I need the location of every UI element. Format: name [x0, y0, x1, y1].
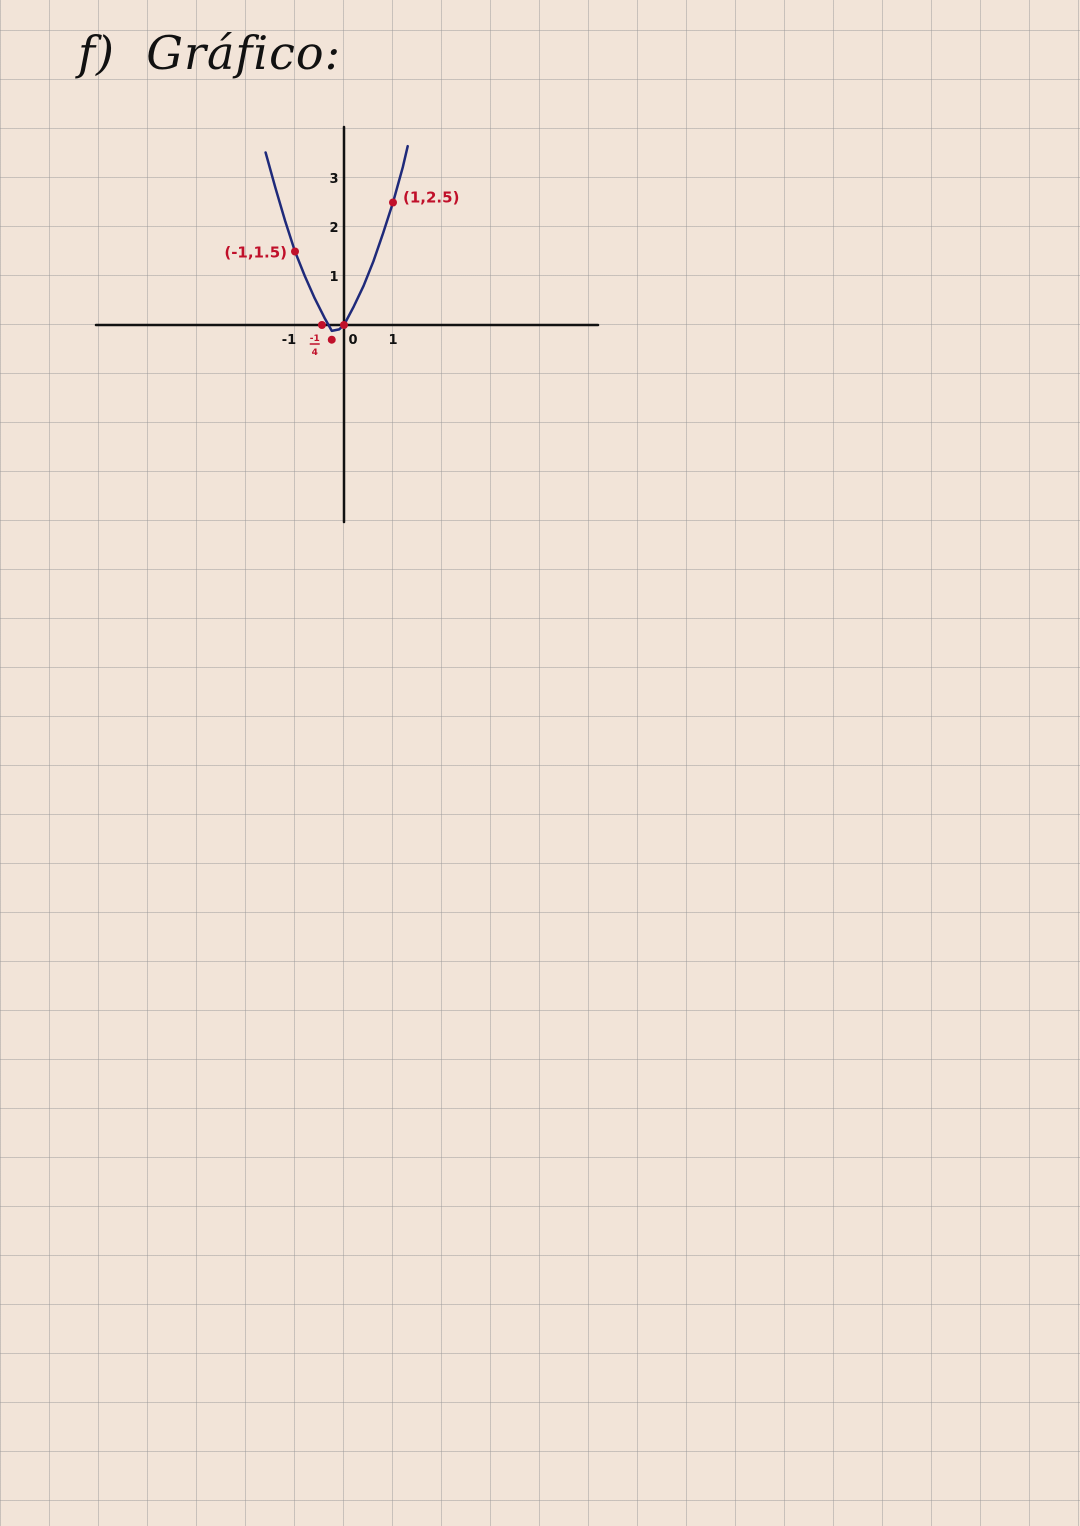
point-layer: (-1,1.5) (1,2.5)	[224, 189, 459, 344]
x-tick-label: 1	[388, 333, 397, 348]
data-point	[317, 321, 326, 329]
y-tick-label: 2	[329, 221, 338, 236]
fraction-numerator: -1	[310, 334, 320, 344]
point-label: (1,2.5)	[403, 189, 459, 207]
data-point	[389, 198, 397, 207]
data-point	[327, 335, 336, 344]
fraction-denominator: 4	[312, 348, 318, 358]
y-tick-label: 1	[329, 270, 338, 285]
page-heading: f) Gráfico:	[78, 26, 342, 80]
point-label: (-1,1.5)	[224, 244, 287, 262]
x-tick-label: -1	[282, 333, 296, 348]
tick-layer: -1 0 1 1 2 3 -1 4	[282, 172, 398, 358]
x-tick-label: 0	[348, 333, 357, 348]
parabola-curve	[264, 144, 409, 333]
data-point	[340, 321, 348, 329]
y-tick-label: 3	[329, 172, 338, 187]
data-point	[291, 247, 299, 256]
curve-layer	[264, 144, 409, 333]
